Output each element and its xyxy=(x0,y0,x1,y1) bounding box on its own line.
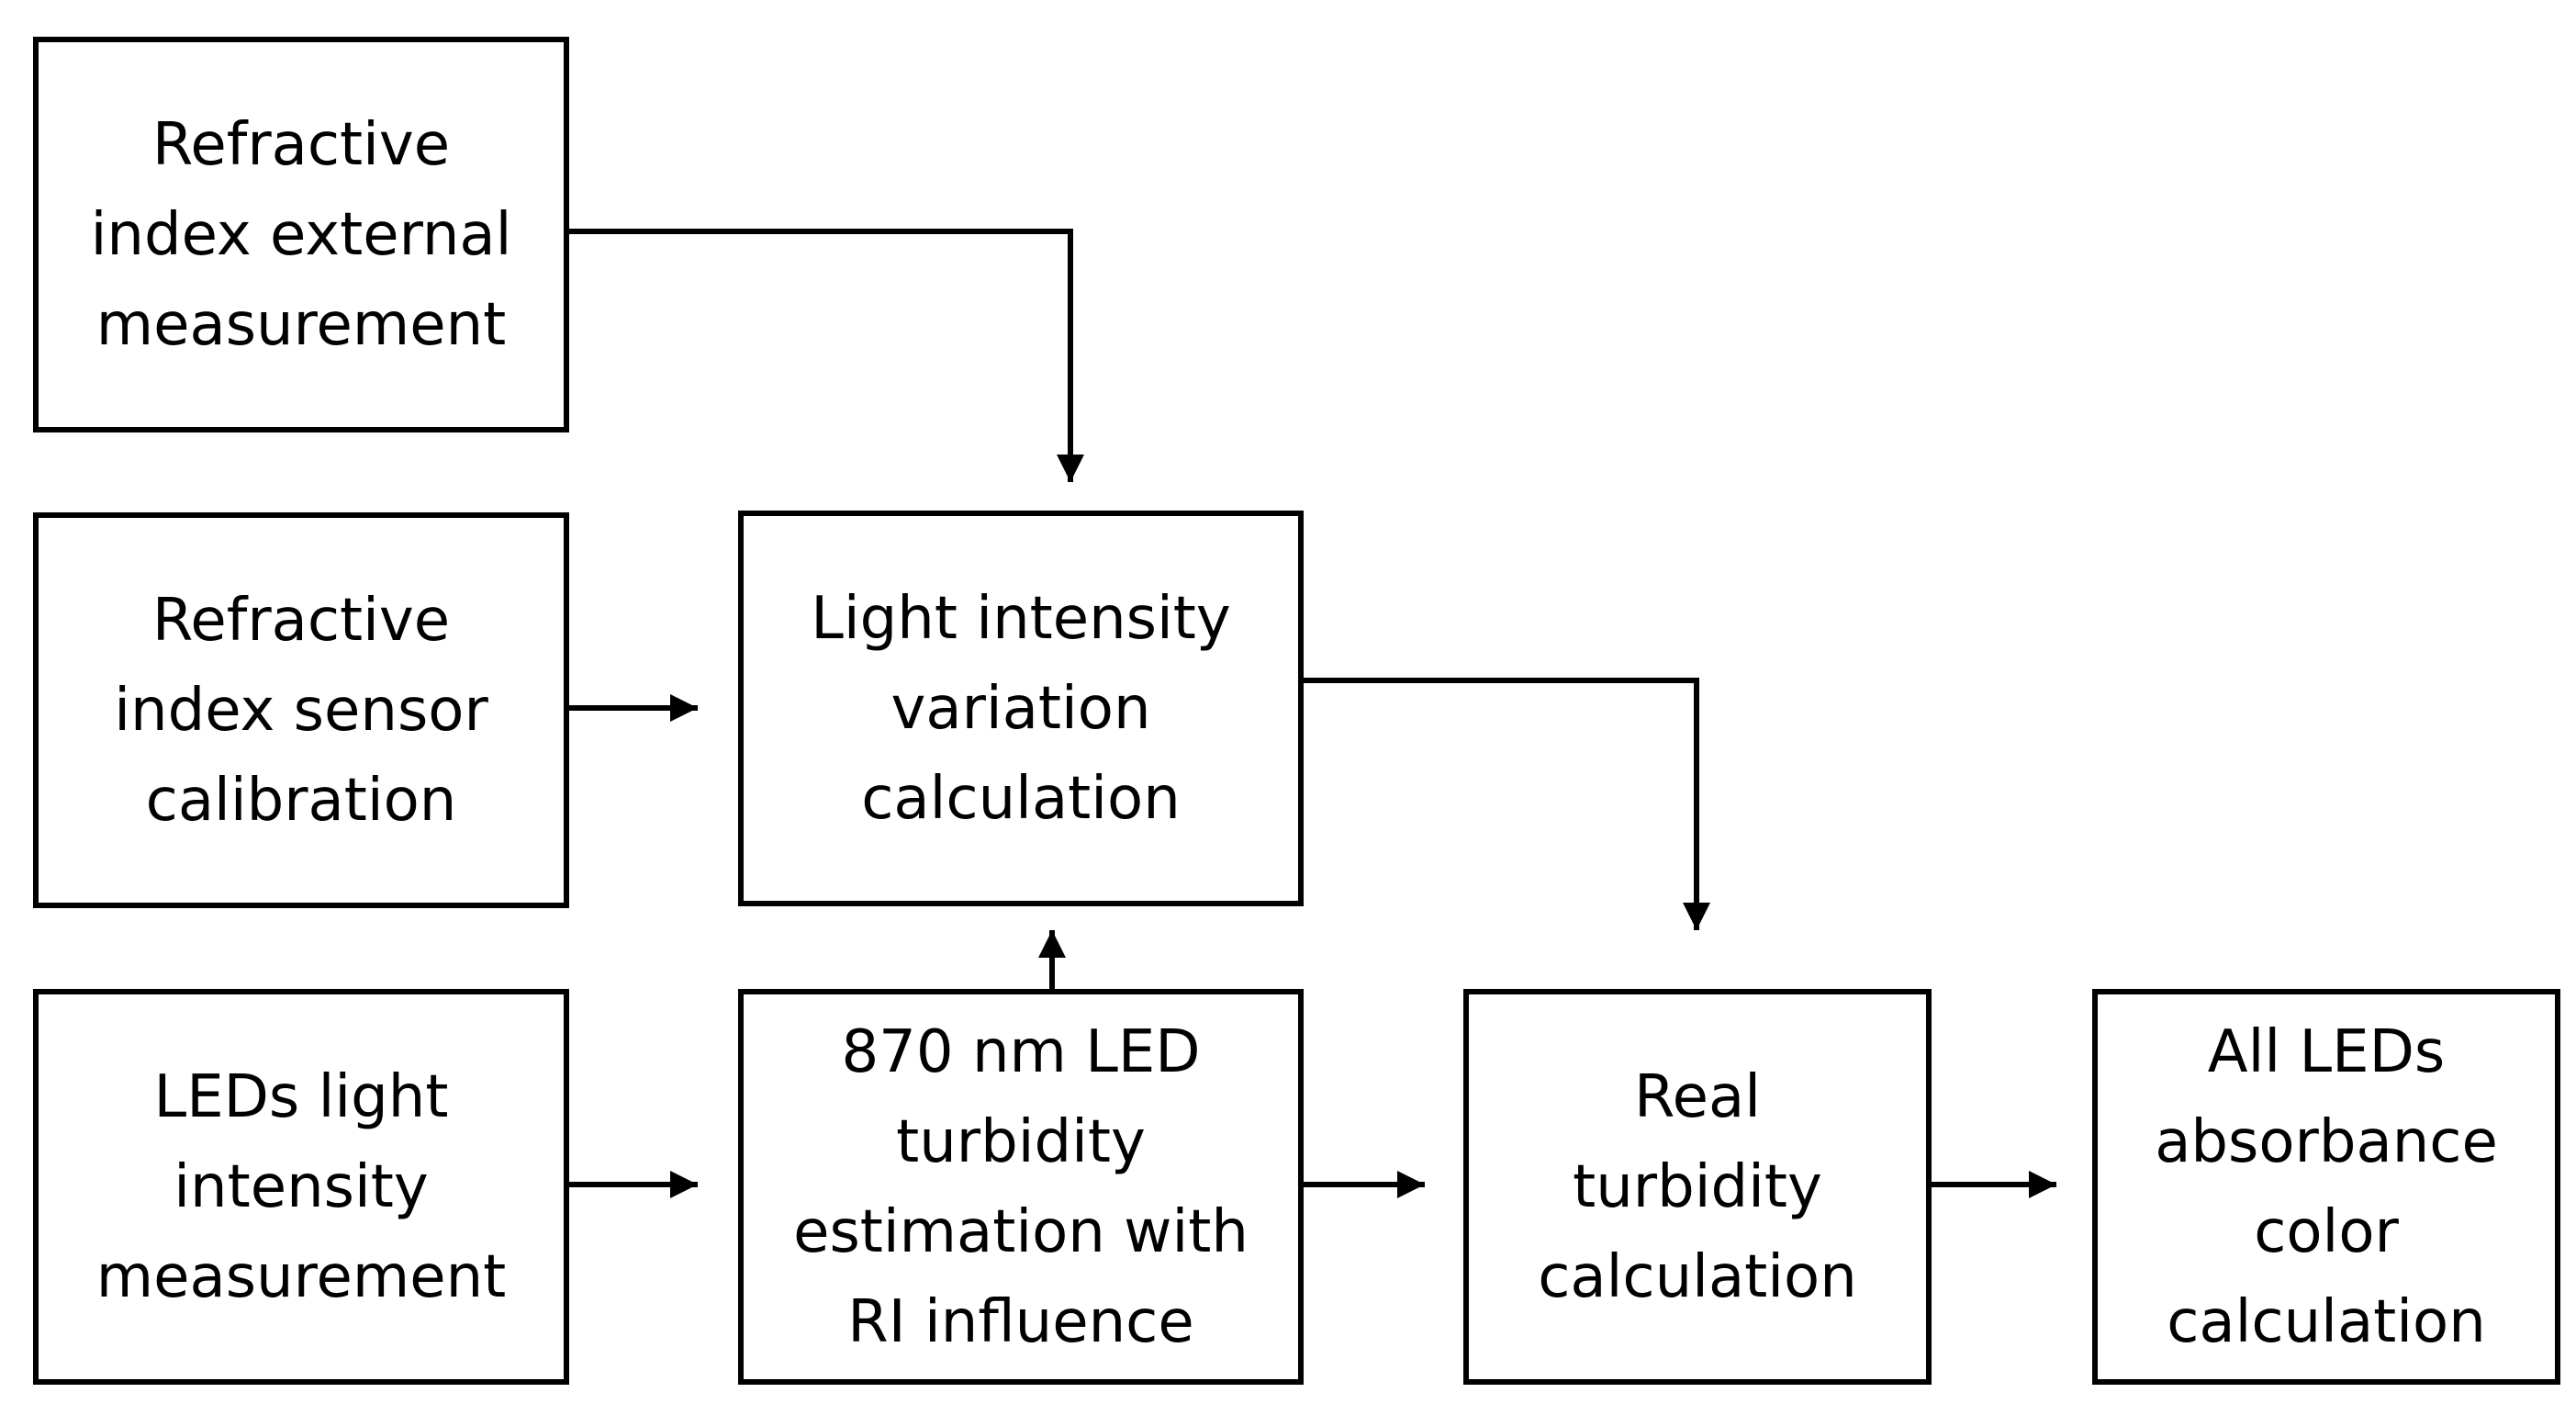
node-refractive-index-sensor-calibration: Refractive index sensor calibration xyxy=(33,512,569,908)
node-text-line: Real xyxy=(1634,1062,1761,1131)
node-leds-light-intensity-measurement: LEDs light intensity measurement xyxy=(33,989,569,1385)
node-text-line: calculation xyxy=(861,764,1181,833)
node-text-line: variation xyxy=(890,674,1151,743)
node-text-line: 870 nm LED xyxy=(841,1017,1201,1086)
node-text-line: turbidity xyxy=(896,1107,1146,1176)
node-text-line: calibration xyxy=(145,766,457,835)
node-text-line: intensity xyxy=(174,1152,429,1221)
edge-light-var-to-real-turb xyxy=(1304,678,1710,930)
node-text-line: LEDs light xyxy=(153,1062,449,1131)
node-text-line: absorbance xyxy=(2155,1107,2498,1176)
node-text-line: measurement xyxy=(95,1242,507,1311)
node-all-leds-absorbance-color-calculation: All LEDs absorbance color calculation xyxy=(2092,989,2560,1385)
node-text-line: Refractive xyxy=(151,586,451,655)
node-text-line: color xyxy=(2254,1197,2399,1266)
edge-ri-external-to-light-var xyxy=(569,229,1084,482)
node-text-line: Light intensity xyxy=(811,584,1231,653)
node-text-line: Refractive xyxy=(151,110,451,179)
node-text-line: All LEDs xyxy=(2207,1017,2446,1086)
node-text-line: turbidity xyxy=(1573,1152,1822,1221)
node-870nm-led-turbidity-estimation: 870 nm LED turbidity estimation with RI … xyxy=(738,989,1304,1385)
node-text-line: index sensor xyxy=(114,676,488,745)
node-light-intensity-variation-calculation: Light intensity variation calculation xyxy=(738,511,1304,906)
node-text-line: estimation with xyxy=(793,1197,1249,1266)
node-text-line: calculation xyxy=(2167,1287,2486,1356)
node-text-line: index external xyxy=(90,200,512,269)
node-refractive-index-external-measurement: Refractive index external measurement xyxy=(33,37,569,432)
node-real-turbidity-calculation: Real turbidity calculation xyxy=(1463,989,1932,1385)
node-text-line: measurement xyxy=(95,290,507,359)
node-text-line: calculation xyxy=(1538,1242,1857,1311)
node-text-line: RI influence xyxy=(847,1287,1194,1356)
